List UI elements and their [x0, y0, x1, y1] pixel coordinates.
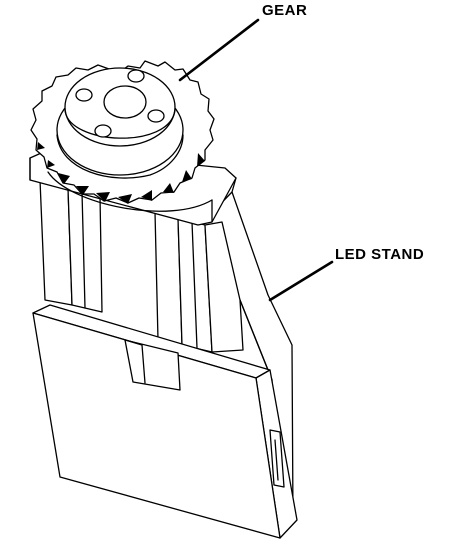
gear-bolt-hole — [75, 88, 93, 102]
led-stand-leader-line — [268, 260, 334, 302]
gear-bolt-hole — [94, 124, 112, 138]
gear-leader-line — [178, 18, 260, 82]
gear-center-bore — [103, 85, 147, 119]
gear — [30, 60, 215, 204]
led-front-panel — [32, 304, 298, 539]
led-stand-label: LED STAND — [335, 246, 425, 263]
gear-bolt-hole — [127, 69, 145, 83]
gear-tooth-shadows — [37, 142, 205, 204]
gear-bolt-hole — [147, 109, 165, 123]
gear-label: GEAR — [262, 2, 308, 19]
